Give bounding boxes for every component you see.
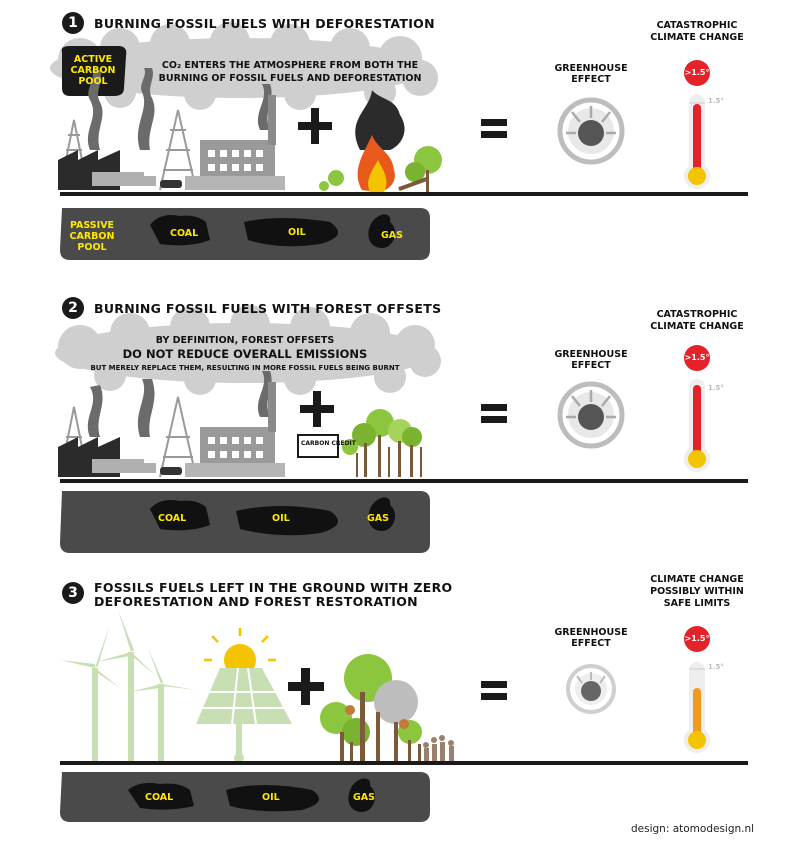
truck [92, 459, 156, 473]
panel-title: BURNING FOSSIL FUELS WITH DEFORESTATION [94, 16, 435, 31]
outcome-label: CATASTROPHIC CLIMATE CHANGE [642, 20, 752, 44]
equals-sign [481, 681, 507, 700]
design-credit: design: atomodesign.nl [631, 823, 755, 835]
panel-title-line-2: DEFORESTATION AND FOREST RESTORATION [94, 594, 418, 609]
outcome-line-1: CATASTROPHIC [656, 309, 738, 320]
panel-2-illustration [55, 305, 748, 553]
fuel-oil: OIL [262, 792, 280, 803]
fuel-coal: COAL [170, 228, 199, 239]
panel-1-illustration [50, 22, 748, 260]
active-pool-line-1: ACTIVE [73, 54, 113, 65]
cloud-text-line-3: BUT MERELY REPLACE THEM, RESULTING IN MO… [90, 364, 400, 372]
greenhouse-line-2: EFFECT [571, 74, 611, 85]
greenhouse-label: GREENHOUSE EFFECT [546, 349, 636, 371]
smoke-cloud [55, 305, 441, 395]
fuel-gas: GAS [381, 230, 403, 241]
carbon-credit-label: CARBON CREDIT [301, 440, 356, 447]
outcome-line-3: SAFE LIMITS [663, 598, 731, 609]
panel-number: 3 [62, 582, 84, 604]
cloud-text-line-2: BURNING OF FOSSIL FUELS AND DEFORESTATIO… [158, 73, 422, 84]
plus-sign [300, 391, 334, 427]
greenhouse-line-1: GREENHOUSE [554, 63, 628, 74]
active-pool-line-3: POOL [78, 76, 108, 87]
fuel-gas: GAS [367, 513, 389, 524]
active-pool-label: ACTIVE CARBON POOL [62, 54, 124, 87]
ground-line [60, 479, 748, 483]
carbon-credit-certificate [297, 434, 339, 458]
greenhouse-globe-icon [557, 381, 625, 449]
greenhouse-globe-icon [566, 664, 616, 714]
threshold-tick: 1.5° [708, 663, 724, 671]
cloud-text-line-1: BY DEFINITION, FOREST OFFSETS [155, 335, 335, 346]
panel-number: 2 [62, 297, 84, 319]
panel-number: 1 [62, 12, 84, 34]
underground-layer [60, 772, 430, 822]
passive-pool-label: PASSIVE CARBON POOL [66, 220, 118, 253]
greenhouse-label: GREENHOUSE EFFECT [546, 63, 636, 85]
ground-line [60, 761, 748, 765]
panel-title: BURNING FOSSIL FUELS WITH FOREST OFFSETS [94, 301, 442, 316]
outcome-line-2: POSSIBLY WITHIN [650, 586, 744, 597]
underground-layer [60, 491, 430, 553]
power-pylons [59, 109, 197, 191]
fuel-oil: OIL [272, 513, 290, 524]
restored-forest [320, 654, 454, 764]
cloud-text-line-2: DO NOT REDUCE OVERALL EMISSIONS [122, 347, 368, 361]
people-icon [423, 735, 454, 764]
car [160, 180, 182, 188]
fuel-oil: OIL [288, 227, 306, 238]
active-pool-line-2: CARBON [70, 65, 116, 76]
car [160, 467, 182, 475]
truck [92, 172, 156, 186]
greenhouse-line-1: GREENHOUSE [554, 349, 628, 360]
equals-sign [481, 119, 507, 138]
greenhouse-line-1: GREENHOUSE [554, 627, 628, 638]
panel-2: 2 BURNING FOSSIL FUELS WITH FOREST OFFSE… [0, 287, 809, 572]
temperature-badge: >1.5° [684, 345, 710, 371]
outcome-line-2: CLIMATE CHANGE [650, 32, 744, 43]
cloud-text-line-1: CO₂ ENTERS THE ATMOSPHERE FROM BOTH THE [161, 60, 419, 71]
fuel-coal: COAL [145, 792, 174, 803]
fuel-gas: GAS [353, 792, 375, 803]
thermometer [684, 662, 710, 753]
underground-layer [60, 208, 430, 260]
monkey-icon [345, 705, 409, 729]
fuel-coal: COAL [158, 513, 187, 524]
burning-forest [319, 90, 442, 192]
threshold-tick: 1.5° [708, 384, 724, 392]
thermometer [684, 94, 710, 189]
greenhouse-label: GREENHOUSE EFFECT [546, 627, 636, 649]
panel-3: 3 FOSSILS FUELS LEFT IN THE GROUND WITH … [0, 572, 809, 857]
outcome-line-1: CLIMATE CHANGE [650, 574, 744, 585]
temperature-badge: >1.5° [684, 60, 710, 86]
threshold-tick: 1.5° [708, 97, 724, 105]
outcome-line-1: CATASTROPHIC [656, 20, 738, 31]
greenhouse-line-2: EFFECT [571, 360, 611, 371]
plus-sign [298, 108, 332, 144]
factory-grey [185, 382, 285, 477]
passive-pool-line-1: PASSIVE [69, 220, 115, 231]
solar-panel [196, 667, 292, 763]
greenhouse-line-2: EFFECT [571, 638, 611, 649]
plus-sign [288, 668, 324, 705]
temperature-badge: >1.5° [684, 626, 710, 652]
thermometer [684, 379, 710, 472]
factory-grey [185, 95, 285, 190]
wind-turbines [60, 610, 196, 764]
panel-title-line-1: FOSSILS FUELS LEFT IN THE GROUND WITH ZE… [94, 580, 453, 595]
outcome-label: CLIMATE CHANGE POSSIBLY WITHIN SAFE LIMI… [642, 574, 752, 610]
greenhouse-globe-icon [557, 97, 625, 165]
passive-pool-line-2: CARBON [69, 231, 115, 242]
ground-line [60, 192, 748, 196]
outcome-line-2: CLIMATE CHANGE [650, 321, 744, 332]
offset-forest [342, 409, 422, 477]
outcome-label: CATASTROPHIC CLIMATE CHANGE [642, 309, 752, 333]
panel-1: 1 BURNING FOSSIL FUELS WITH DEFORESTATIO… [0, 0, 809, 285]
equals-sign [481, 404, 507, 423]
panel-3-illustration [60, 610, 748, 822]
passive-pool-line-3: POOL [77, 242, 107, 253]
